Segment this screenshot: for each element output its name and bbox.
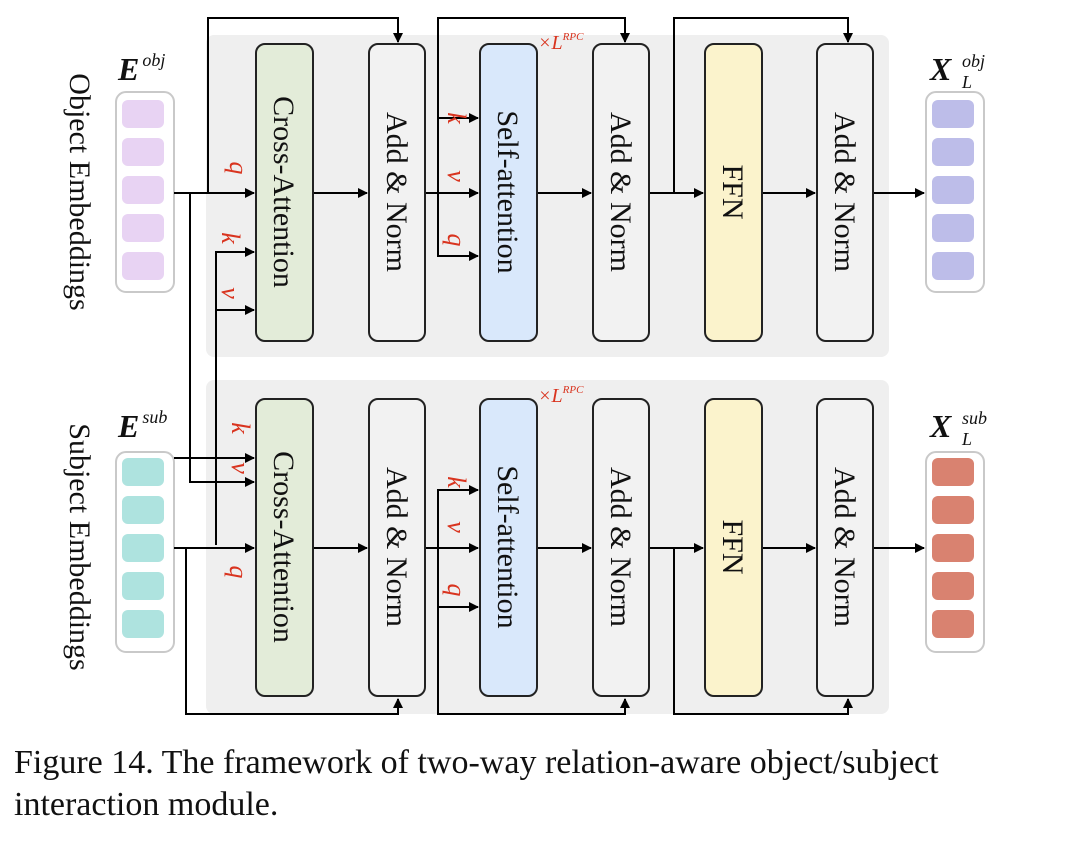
svg-text:X: X (929, 408, 952, 444)
port-label-k: k (226, 422, 255, 434)
token (122, 252, 164, 280)
svg-text:sub: sub (962, 408, 987, 428)
object-add-norm-1-block (368, 43, 426, 342)
object-embeddings-label: Object Embeddings (63, 73, 96, 310)
object-self-attention-block (479, 43, 538, 342)
port-label-q: q (442, 234, 471, 247)
token (932, 458, 974, 486)
token (932, 534, 974, 562)
subject-ffn-block (704, 398, 763, 697)
token (932, 214, 974, 242)
object-ffn-block (704, 43, 763, 342)
object-add-norm-3-block (816, 43, 874, 342)
token (122, 214, 164, 242)
block-label: Add & Norm (380, 467, 413, 627)
x-obj-symbol: X obj L (929, 51, 985, 92)
port-label-v: v (216, 287, 245, 299)
interaction-module-diagram: Cross-Attention Add & Norm Self-attentio… (63, 17, 987, 715)
token (932, 252, 974, 280)
subject-add-norm-1-block (368, 398, 426, 697)
object-output-tokens (925, 91, 985, 293)
object-add-norm-2-block (592, 43, 650, 342)
subject-add-norm-2-block (592, 398, 650, 697)
port-label-q: q (224, 162, 253, 175)
block-label: Cross-Attention (267, 451, 300, 643)
block-label: Self-attention (491, 110, 524, 273)
repeat-mark: ×LRPC (538, 384, 584, 407)
subject-input-tokens (115, 451, 175, 653)
token (122, 572, 164, 600)
port-label-k: k (216, 232, 245, 244)
token (932, 138, 974, 166)
subject-embeddings-label: Subject Embeddings (63, 423, 96, 670)
token (932, 100, 974, 128)
subject-self-attention-block (479, 398, 538, 697)
block-label: Add & Norm (380, 112, 413, 272)
svg-text:L: L (961, 429, 972, 449)
port-label-q: q (224, 566, 253, 579)
token (122, 610, 164, 638)
svg-text:obj: obj (962, 51, 985, 71)
block-label: FFN (716, 164, 749, 219)
port-label-v: v (226, 462, 255, 474)
block-label: Cross-Attention (267, 96, 300, 288)
token (932, 176, 974, 204)
port-label-v: v (442, 170, 471, 182)
token (122, 496, 164, 524)
object-cross-attention-block (255, 43, 314, 342)
port-label-q: q (442, 584, 471, 597)
figure-caption: Figure 14. The framework of two-way rela… (14, 744, 939, 823)
repeat-mark: ×LRPC (538, 31, 584, 54)
subject-add-norm-3-block (816, 398, 874, 697)
token (932, 572, 974, 600)
token (932, 496, 974, 524)
object-input-tokens (115, 91, 175, 293)
svg-text:L: L (961, 72, 972, 92)
svg-text:X: X (929, 51, 952, 87)
token (122, 100, 164, 128)
token (122, 138, 164, 166)
subject-output-tokens (925, 451, 985, 653)
connections (174, 17, 925, 715)
subject-cross-attention-block (255, 398, 314, 697)
token (122, 458, 164, 486)
token (122, 534, 164, 562)
port-label-k: k (442, 112, 471, 124)
x-sub-symbol: X sub L (929, 408, 987, 449)
token (122, 176, 164, 204)
port-label-k: k (442, 476, 471, 488)
block-label: FFN (716, 519, 749, 574)
block-label: Self-attention (491, 465, 524, 628)
block-label: Add & Norm (828, 467, 861, 627)
block-label: Add & Norm (828, 112, 861, 272)
port-label-v: v (442, 521, 471, 533)
block-label: Add & Norm (604, 467, 637, 627)
block-label: Add & Norm (604, 112, 637, 272)
token (932, 610, 974, 638)
